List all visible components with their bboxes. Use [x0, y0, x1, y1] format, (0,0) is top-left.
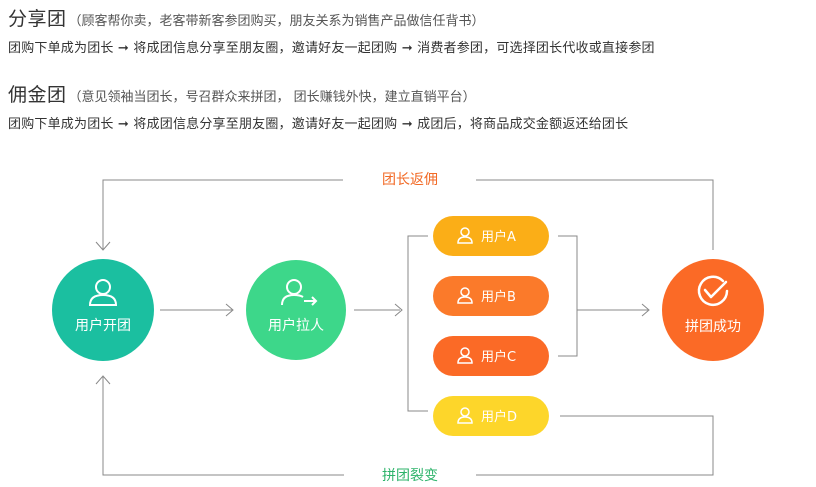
users-right-bracket: [558, 235, 578, 357]
arrow-users-to-success-head: [641, 303, 650, 317]
top-loop-arrowhead: [95, 241, 111, 251]
user-icon: [88, 279, 118, 306]
check-circle-icon: [697, 275, 729, 307]
node-invite: 用户拉人: [246, 260, 346, 360]
top-loop-line-left: [102, 179, 343, 249]
invite-label: 用户拉人: [268, 317, 324, 334]
bottom-loop-line-right: [476, 415, 714, 476]
bottom-loop-line-left: [102, 377, 344, 476]
user-pill-a: 用户A: [433, 216, 549, 256]
success-label: 拼团成功: [685, 319, 741, 335]
commission-group-flow: 团购下单成为团长 ➞ 将成团信息分享至朋友圈，邀请好友一起团购 ➞ 成团后，将商…: [8, 117, 629, 132]
user-icon: [457, 347, 473, 364]
commission-group-subtitle: （意见领袖当团长，号召群众来拼团， 团长赚钱外快，建立直销平台）: [68, 90, 476, 105]
arrow-invite-to-users-head: [394, 303, 403, 317]
share-group-subtitle: （顾客帮你卖，老客带新客参团购买，朋友关系为销售产品做信任背书）: [68, 14, 485, 29]
user-pill-c-label: 用户C: [481, 349, 516, 365]
rebate-label: 团长返佣: [382, 172, 438, 188]
success-circle: [662, 259, 764, 361]
commission-group-title: 佣金团: [8, 84, 67, 106]
share-group-flow: 团购下单成为团长 ➞ 将成团信息分享至朋友圈，邀请好友一起团购 ➞ 消费者参团，…: [8, 41, 655, 56]
user-pill-c: 用户C: [433, 336, 549, 376]
fission-label: 拼团裂变: [382, 468, 438, 484]
user-pill-c-bg: [433, 336, 549, 376]
bottom-loop-arrowhead: [95, 375, 111, 385]
user-icon: [457, 407, 473, 424]
user-pill-d: 用户D: [433, 396, 549, 436]
arrow-open-to-invite-head: [225, 303, 234, 317]
open-group-label: 用户开团: [75, 317, 131, 334]
section-share-group: 分享团 （顾客帮你卖，老客带新客参团购买，朋友关系为销售产品做信任背书） 团购下…: [8, 4, 655, 56]
user-icon: [457, 287, 473, 304]
users-left-bracket: [407, 235, 428, 412]
user-share-icon: [281, 279, 318, 306]
share-group-title: 分享团: [8, 8, 67, 30]
connector-lines: [95, 179, 714, 476]
user-icon: [457, 227, 473, 244]
node-open-group: 用户开团: [52, 259, 154, 361]
user-pill-a-label: 用户A: [481, 229, 516, 245]
user-pill-b: 用户B: [433, 276, 549, 316]
node-success: 拼团成功: [662, 259, 764, 361]
user-pill-d-label: 用户D: [481, 409, 517, 425]
section-commission-group: 佣金团 （意见领袖当团长，号召群众来拼团， 团长赚钱外快，建立直销平台） 团购下…: [8, 80, 628, 132]
user-pill-b-bg: [433, 276, 549, 316]
share-group-title-line: 分享团 （顾客帮你卖，老客带新客参团购买，朋友关系为销售产品做信任背书）: [8, 4, 655, 31]
user-pill-d-bg: [433, 396, 549, 436]
top-loop-line-right: [476, 179, 714, 250]
open-group-circle: [52, 259, 154, 361]
invite-circle: [246, 260, 346, 360]
commission-group-title-line: 佣金团 （意见领袖当团长，号召群众来拼团， 团长赚钱外快，建立直销平台）: [8, 80, 628, 107]
user-pill-b-label: 用户B: [481, 289, 516, 305]
user-pill-a-bg: [433, 216, 549, 256]
